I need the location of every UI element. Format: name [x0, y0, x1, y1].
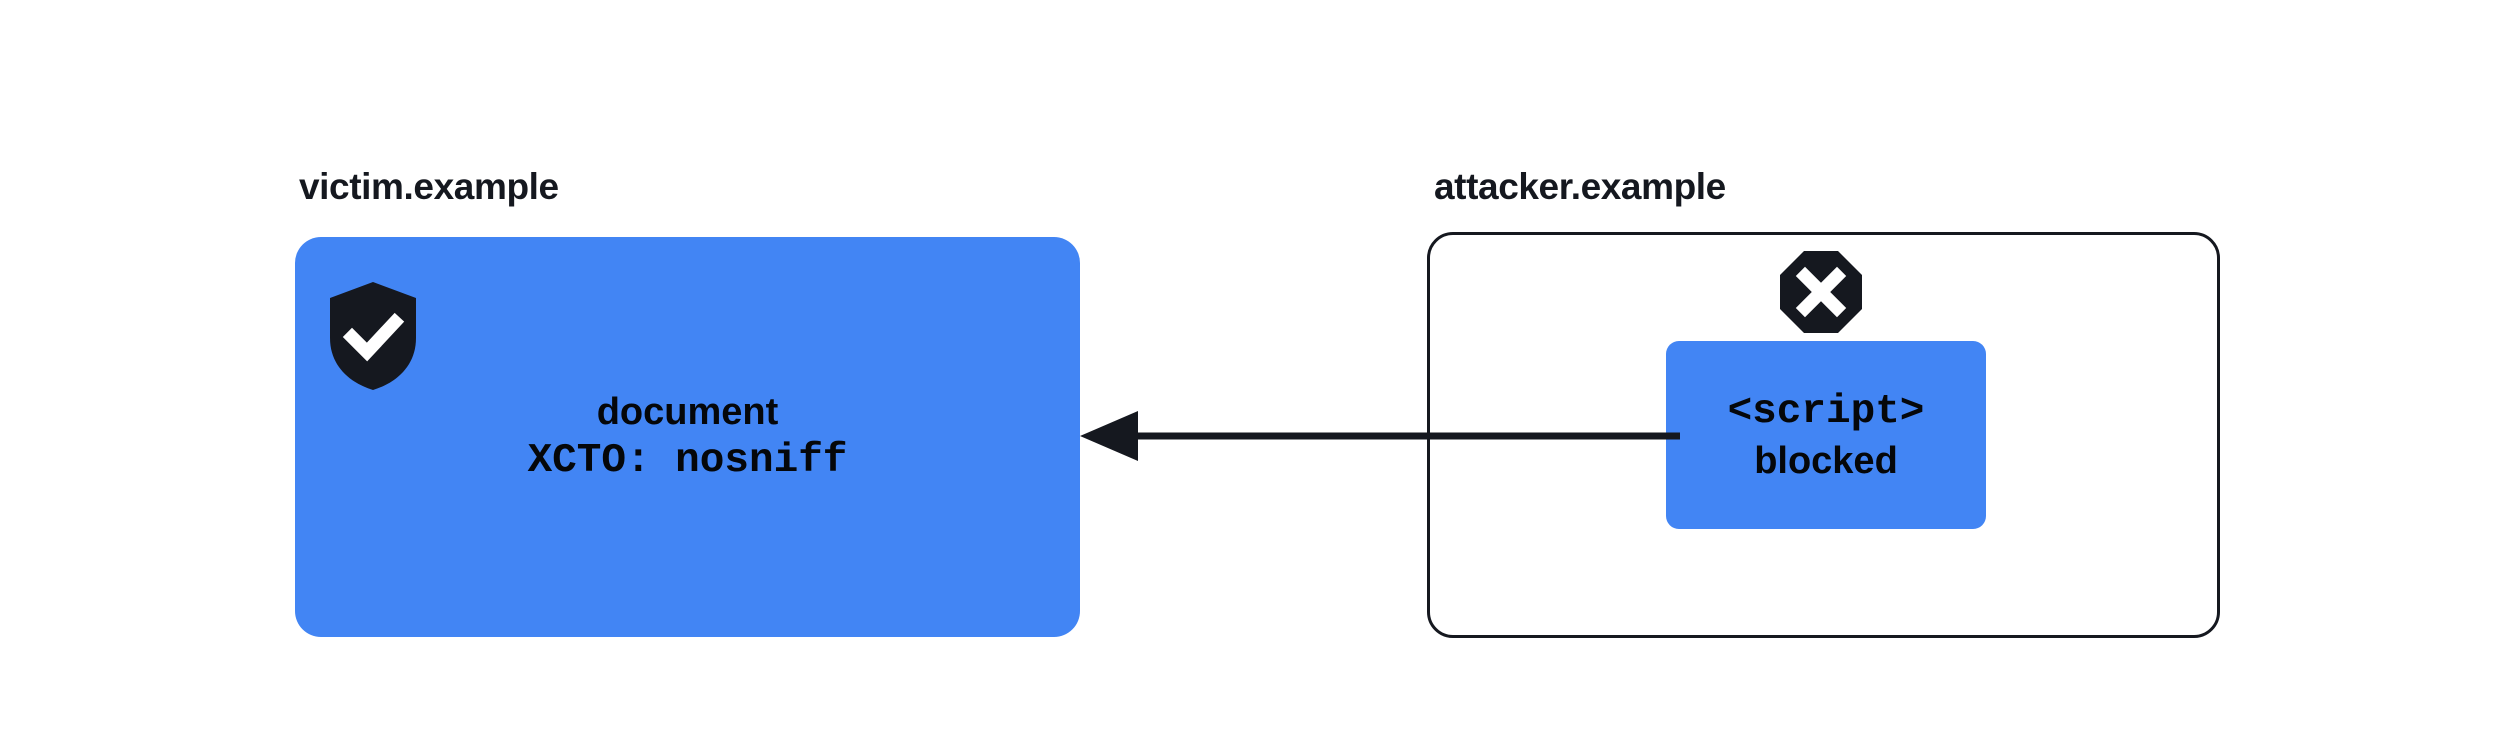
- octagon-x-icon: [1780, 251, 1862, 333]
- attacker-origin-label: attacker.example: [1434, 166, 1726, 207]
- blocked-script-box: <script> blocked: [1666, 341, 1986, 529]
- victim-document-text: document XCTO: nosniff: [295, 237, 1080, 637]
- xcto-header-label: XCTO: nosniff: [527, 438, 848, 484]
- blocked-request-arrow: [1070, 406, 1680, 468]
- document-label: document: [596, 391, 779, 433]
- shield-check-icon: [330, 282, 416, 390]
- script-status-label: blocked: [1754, 440, 1898, 482]
- victim-origin-label: victim.example: [299, 166, 559, 207]
- script-tag-label: <script>: [1727, 389, 1925, 435]
- victim-origin-box: document XCTO: nosniff: [295, 237, 1080, 637]
